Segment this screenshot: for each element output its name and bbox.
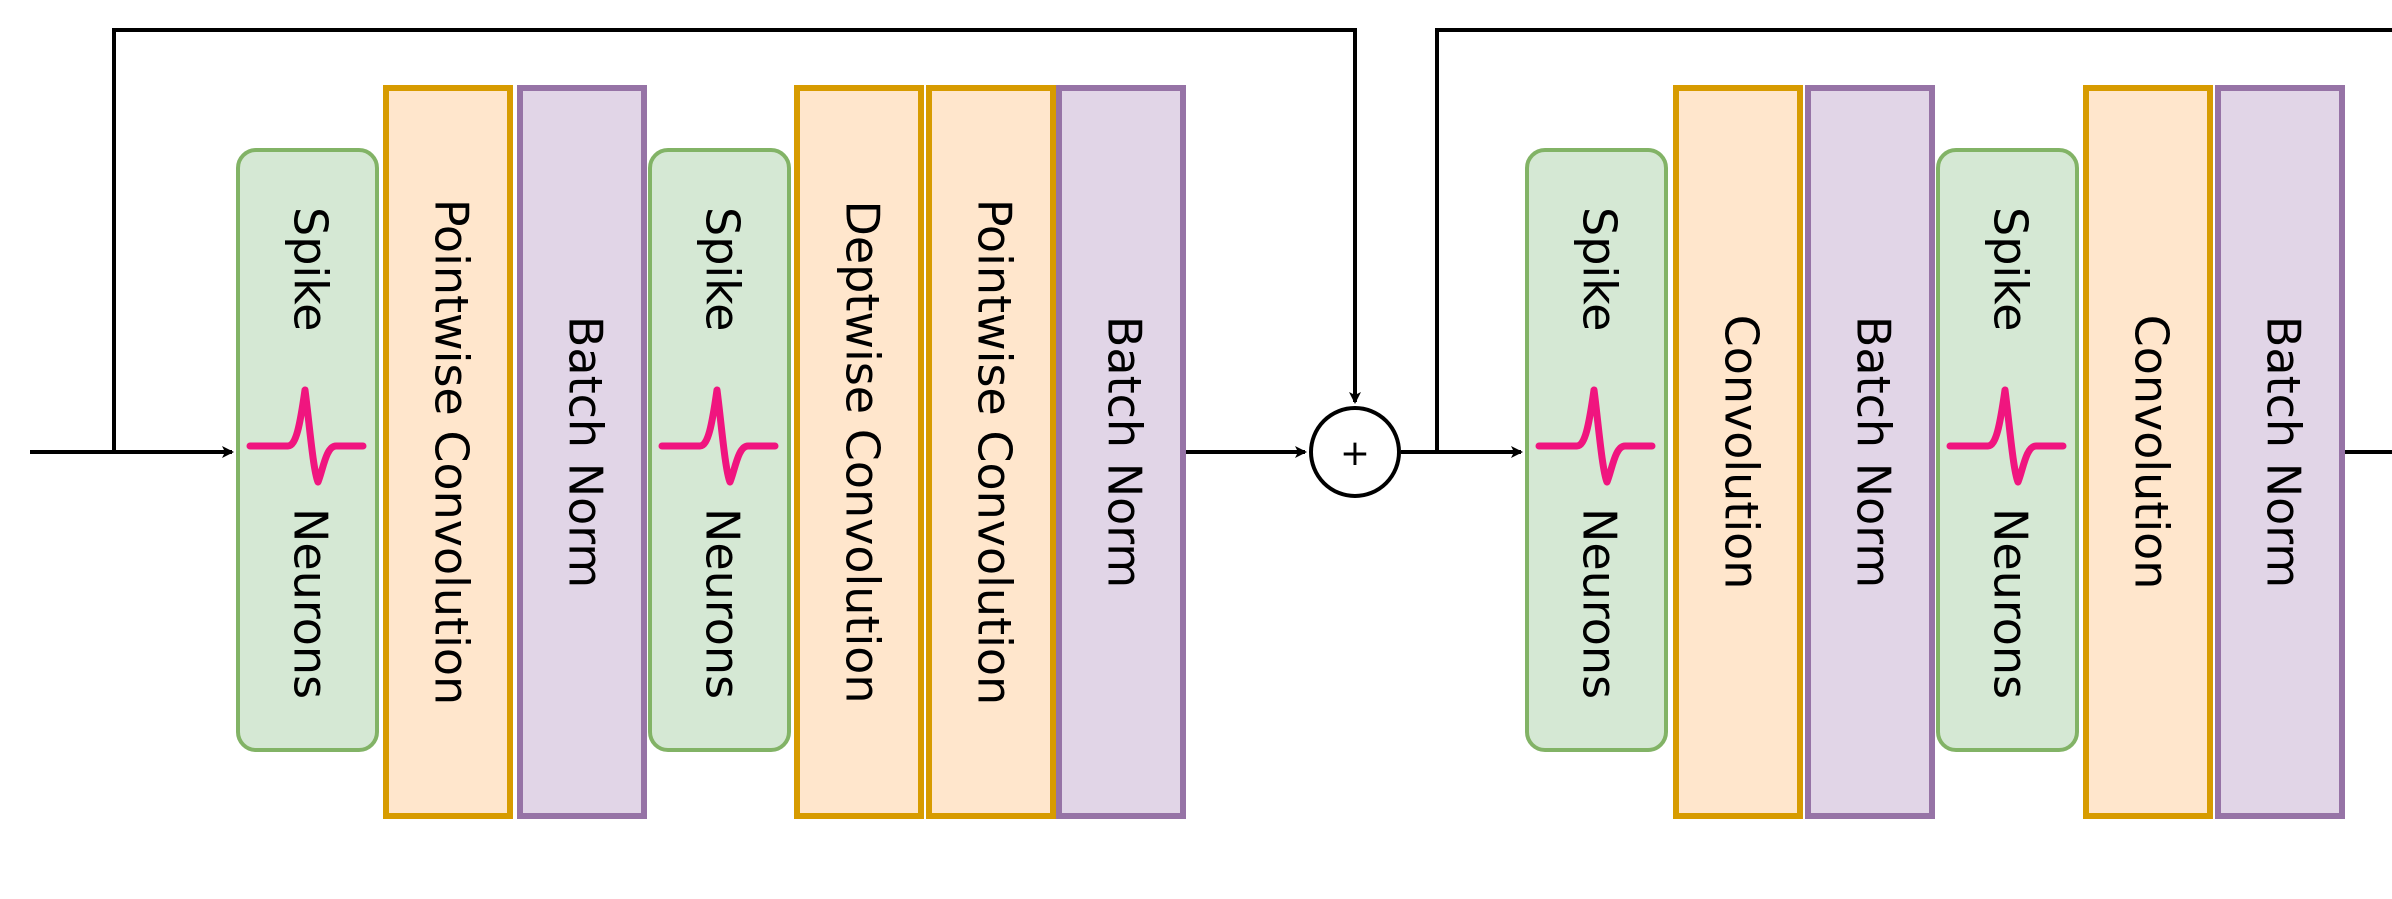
batch-norm-box — [517, 85, 647, 819]
convolution-1: Convolution — [1673, 85, 1803, 819]
convolution-box — [2083, 85, 2213, 819]
skip-connection-1 — [112, 28, 1361, 452]
batch-norm-label: Batch Norm — [1098, 316, 1152, 588]
connectors — [30, 28, 2392, 458]
pointwise-convolution-box — [383, 85, 513, 819]
convolution-2: Convolution — [2083, 85, 2213, 819]
spike-label: Spike — [696, 207, 750, 331]
pointwise-convolution-2: Pointwise Convolution — [926, 85, 1056, 819]
batch-norm-box — [1056, 85, 1186, 819]
spike-neurons-box — [1936, 148, 2079, 752]
pointwise-convolution-label: Pointwise Convolution — [968, 199, 1022, 705]
spike-waveform-icon — [246, 386, 367, 486]
spike-neurons-4: Spike Neurons — [1936, 148, 2079, 752]
convolution-label: Convolution — [2125, 315, 2179, 590]
batch-norm-label: Batch Norm — [559, 316, 613, 588]
spike-neurons-box — [236, 148, 379, 752]
pointwise-convolution-1: Pointwise Convolution — [383, 85, 513, 819]
spike-neurons-box — [648, 148, 791, 752]
batch-norm-3: Batch Norm — [1805, 85, 1935, 819]
batch-norm-label: Batch Norm — [2257, 316, 2311, 588]
adder-node: + — [1309, 406, 1401, 498]
adder-circle — [1309, 406, 1401, 498]
spike-label: Spike — [1984, 207, 2038, 331]
spike-label: Spike — [1573, 207, 1627, 331]
batch-norm-box — [1805, 85, 1935, 819]
spike-neurons-1: Spike Neurons — [236, 148, 379, 752]
neurons-label: Neurons — [284, 508, 338, 699]
depthwise-convolution-label: Deptwise Convolution — [836, 200, 890, 703]
spike-waveform-icon — [1535, 386, 1656, 486]
block-2: Spike Neurons Convolution Batch Norm Spi… — [1525, 85, 2345, 819]
batch-norm-box — [2215, 85, 2345, 819]
depthwise-convolution: Deptwise Convolution — [794, 85, 924, 819]
block-1: Spike Neurons Pointwise Convolution Batc… — [236, 85, 1186, 819]
neurons-label: Neurons — [1984, 508, 2038, 699]
skip-connection-2 — [1401, 28, 2392, 454]
spike-label: Spike — [284, 207, 338, 331]
neurons-label: Neurons — [1573, 508, 1627, 699]
batch-norm-label: Batch Norm — [1847, 316, 1901, 588]
batch-norm-1: Batch Norm — [517, 85, 647, 819]
batch-norm-4: Batch Norm — [2215, 85, 2345, 819]
spike-neurons-3: Spike Neurons — [1525, 148, 1668, 752]
pointwise-convolution-label: Pointwise Convolution — [425, 199, 479, 705]
neurons-label: Neurons — [696, 508, 750, 699]
spike-neurons-box — [1525, 148, 1668, 752]
spike-waveform-icon — [1946, 386, 2067, 486]
convolution-box — [1673, 85, 1803, 819]
spike-neurons-2: Spike Neurons — [648, 148, 791, 752]
depthwise-convolution-box — [794, 85, 924, 819]
pointwise-convolution-box — [926, 85, 1056, 819]
spike-waveform-icon — [658, 386, 779, 486]
plus-icon: + — [1340, 433, 1370, 474]
convolution-label: Convolution — [1715, 315, 1769, 590]
batch-norm-2: Batch Norm — [1056, 85, 1186, 819]
